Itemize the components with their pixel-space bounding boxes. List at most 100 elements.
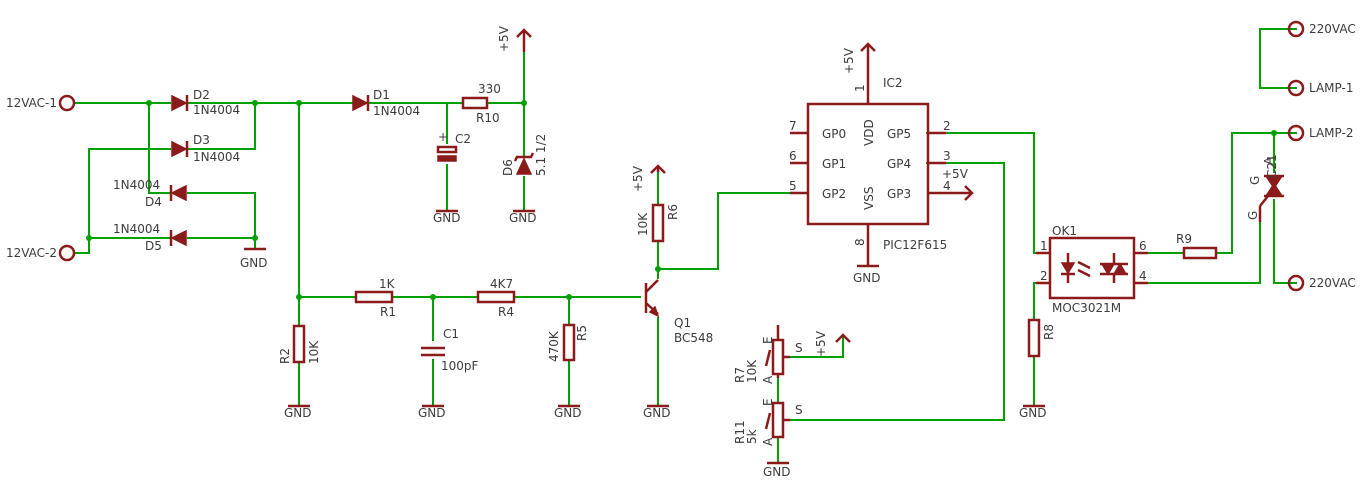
capacitor-c2: + C2 xyxy=(436,130,471,162)
r6-ref: R6 xyxy=(666,204,680,220)
gnd-r5: GND xyxy=(554,404,582,420)
q1-part: BC548 xyxy=(674,331,713,345)
gnd-d6: GND xyxy=(509,209,537,225)
d2-part: 1N4004 xyxy=(193,103,240,117)
junction-dot xyxy=(296,100,302,106)
port-220vac-bottom xyxy=(1287,274,1305,292)
gnd-c2: GND xyxy=(433,209,461,225)
diode-d1: D1 1N4004 xyxy=(352,88,420,118)
supply-5v-q1: +5V xyxy=(631,164,666,192)
r7-pin-a: A xyxy=(761,375,775,384)
ic-pin-num-7: 7 xyxy=(789,119,797,133)
ic-pin-num-5: 5 xyxy=(789,179,797,193)
ports: 12VAC-1 12VAC-2 220VAC LAMP-1 LAMP-2 220… xyxy=(6,20,1356,292)
diode-d4: 1N4004 D4 xyxy=(113,178,187,209)
r1-ref: R1 xyxy=(380,305,396,319)
port-lamp-1-label: LAMP-1 xyxy=(1309,81,1353,95)
ic-pin-gp4: GP4 xyxy=(887,157,911,171)
r5-value: 470K xyxy=(547,330,561,362)
resistor-r10: 330 R10 xyxy=(461,82,501,125)
ic-part: PIC12F615 xyxy=(883,238,947,252)
ic-pin-gp2: GP2 xyxy=(822,187,846,201)
r4-value: 4K7 xyxy=(490,277,513,291)
gnd-label: GND xyxy=(853,271,881,285)
wires xyxy=(73,28,1297,463)
r11-pin-a: A xyxy=(761,437,775,446)
ic-pin-num-3: 3 xyxy=(943,149,951,163)
junction-dot xyxy=(146,100,152,106)
r7-pin-s: S xyxy=(795,341,803,355)
port-12vac-1 xyxy=(58,94,76,112)
diode-d6-zener: D6 5.1 1/2 xyxy=(501,134,548,176)
port-12vac-2 xyxy=(58,244,76,262)
q1-ref: Q1 xyxy=(674,316,691,330)
resistor-r6: 10K R6 xyxy=(636,203,680,243)
c1-ref: C1 xyxy=(443,327,459,341)
port-220vac-bottom-label: 220VAC xyxy=(1309,276,1356,290)
supply-5v-zener: +5V xyxy=(497,25,532,52)
d5-ref: D5 xyxy=(145,239,162,253)
plus5v-label: +5V xyxy=(631,165,645,192)
r1-value: 1K xyxy=(379,277,396,291)
ic-pin-num-4: 4 xyxy=(943,179,951,193)
r7-pin-e: E xyxy=(761,336,775,344)
plus5v-label: +5V xyxy=(814,330,828,357)
gnd-r8: GND xyxy=(1019,404,1047,420)
gnd-d5: GND xyxy=(240,247,268,270)
port-220vac-top-label: 220VAC xyxy=(1309,22,1356,36)
diode-d5: 1N4004 D5 xyxy=(113,222,187,253)
gnd-label: GND xyxy=(643,406,671,420)
plus5v-label: +5V xyxy=(842,47,856,74)
port-lamp-2-label: LAMP-2 xyxy=(1309,126,1353,140)
gnd-label: GND xyxy=(509,211,537,225)
d3-part: 1N4004 xyxy=(193,150,240,164)
pot-r7: R7 10K E S A xyxy=(733,325,803,384)
ok1-pin-2: 2 xyxy=(1040,269,1048,283)
gnd-label: GND xyxy=(418,406,446,420)
port-12vac-2-label: 12VAC-2 xyxy=(6,246,57,260)
port-lamp-2 xyxy=(1287,124,1305,142)
ic-pin-vdd: VDD xyxy=(862,119,876,146)
ic-pin-gp0: GP0 xyxy=(822,127,846,141)
d1-ref: D1 xyxy=(373,88,390,102)
ic-ref: IC2 xyxy=(883,76,903,90)
junction-dot xyxy=(566,294,572,300)
opto-ok1-moc3021m: OK1 MOC3021M 1 2 6 4 xyxy=(1036,224,1148,315)
c2-plus-icon: + xyxy=(438,130,448,144)
ok1-part: MOC3021M xyxy=(1052,301,1121,315)
d2-ref: D2 xyxy=(193,88,210,102)
junction-dot xyxy=(252,235,258,241)
plus5v-label: +5V xyxy=(497,25,511,52)
ok1-ref: OK1 xyxy=(1052,224,1077,238)
d6-part: 5.1 1/2 xyxy=(534,134,548,176)
d4-ref: D4 xyxy=(145,195,162,209)
d5-part: 1N4004 xyxy=(113,222,160,236)
ic-pin-num-8: 8 xyxy=(853,238,867,246)
gnd-label: GND xyxy=(554,406,582,420)
ic-pin-gp1: GP1 xyxy=(822,157,846,171)
supply-5v-ic: +5V xyxy=(842,42,876,80)
r11-pin-e: E xyxy=(761,398,775,406)
r2-value: 10K xyxy=(307,340,321,364)
resistor-r5: 470K R5 xyxy=(547,323,589,362)
resistor-r4: 4K7 R4 xyxy=(476,277,516,319)
junction-dot xyxy=(521,100,527,106)
resistor-r1: 1K R1 xyxy=(354,277,396,319)
d1-part: 1N4004 xyxy=(373,104,420,118)
junction-dot xyxy=(86,235,92,241)
r7-ref: R7 xyxy=(733,367,747,383)
gnd-c1: GND xyxy=(418,404,446,420)
ic-pin-gp3: GP3 xyxy=(887,187,911,201)
r7-value: 10K xyxy=(745,359,759,383)
triac-pin-a: A xyxy=(1262,156,1276,165)
gnd-symbols: GND GND GND GND GND GND GND GND xyxy=(240,209,1047,479)
transistor-q1: Q1 BC548 xyxy=(644,279,713,345)
r2-ref: R2 xyxy=(278,348,292,364)
r4-ref: R4 xyxy=(498,305,514,319)
plus5v-label: +5V xyxy=(942,167,969,181)
d4-part: 1N4004 xyxy=(113,178,160,192)
ic2-pic12f615: GP0 GP1 GP2 GP5 GP4 GP3 VDD VSS 7 6 5 2 … xyxy=(789,76,951,252)
d6-ref: D6 xyxy=(501,159,515,176)
ok1-pin-4: 4 xyxy=(1139,269,1147,283)
